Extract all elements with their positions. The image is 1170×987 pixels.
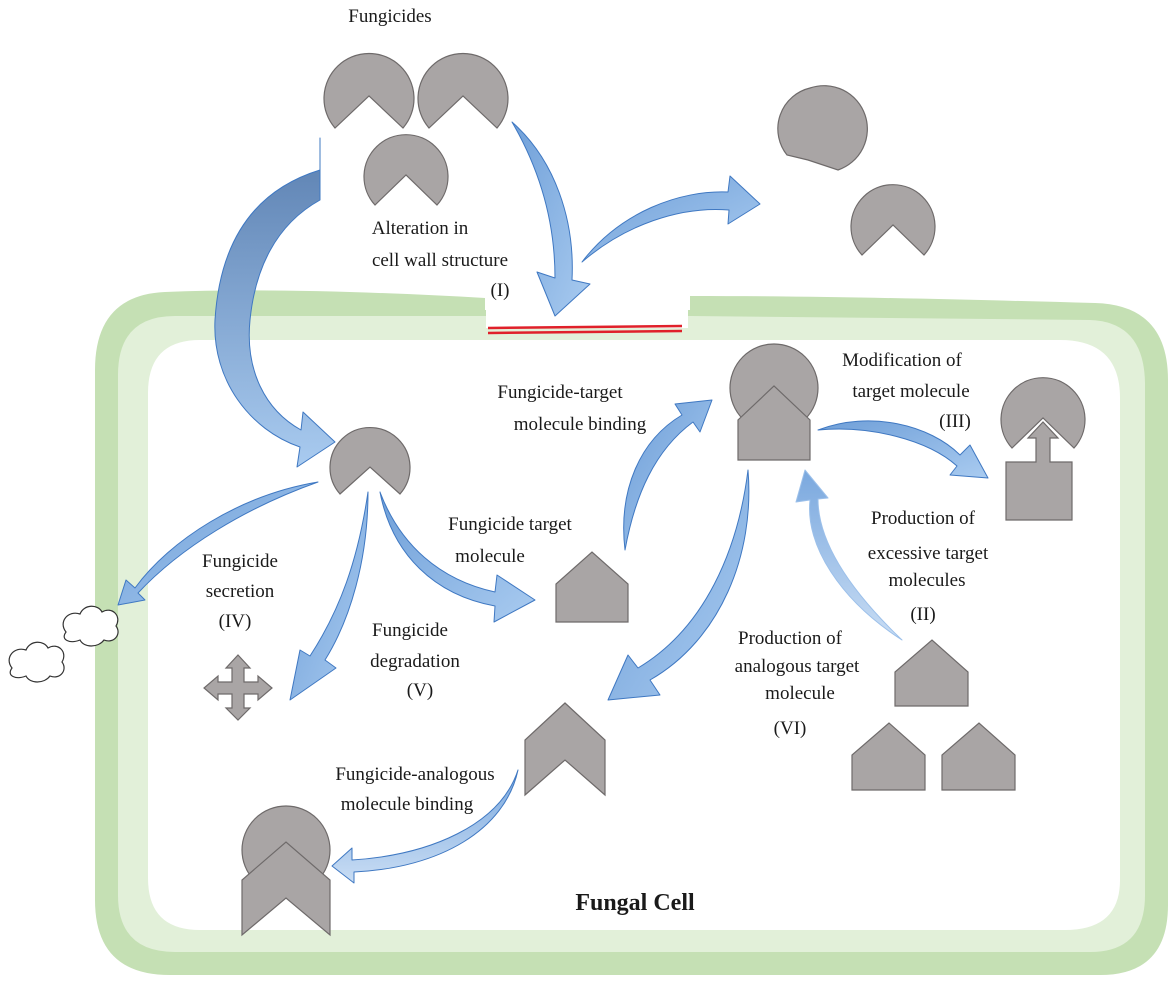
label-fungal-cell: Fungal Cell bbox=[575, 890, 695, 916]
label-target-line1: Fungicide target bbox=[448, 514, 572, 535]
fungicide-icon bbox=[1000, 377, 1086, 449]
modified-target bbox=[1005, 421, 1073, 521]
label-analog-binding-line1: Fungicide-analogous bbox=[335, 764, 495, 785]
label-excess-num: (II) bbox=[910, 604, 936, 625]
label-alteration-num: (I) bbox=[490, 280, 510, 301]
fungicide-icon bbox=[417, 53, 509, 129]
cloud-icon bbox=[62, 605, 119, 647]
label-secretion-line2: secretion bbox=[205, 581, 275, 602]
wall-breach-line-2 bbox=[487, 329, 683, 335]
label-analogous-line3: molecule bbox=[765, 683, 835, 704]
wall-breach-gap bbox=[486, 300, 688, 328]
arrow-secretion bbox=[117, 481, 319, 606]
modified-target-icon bbox=[1005, 421, 1073, 521]
target-molecule-icon bbox=[894, 639, 969, 707]
fungicide-icon bbox=[850, 184, 936, 256]
arrow-out-right bbox=[581, 175, 761, 263]
label-excess-line2: excessive target bbox=[867, 543, 989, 564]
label-excess-line3: molecules bbox=[888, 570, 966, 591]
bound-complex bbox=[729, 343, 819, 461]
analogous-molecule-icon bbox=[241, 841, 331, 937]
label-modification-line1: Modification of bbox=[842, 350, 962, 371]
label-degradation-line2: degradation bbox=[370, 651, 460, 672]
target-molecule-icon bbox=[851, 722, 926, 791]
arrow-to-target bbox=[379, 491, 536, 623]
target-molecule-icon bbox=[941, 722, 1016, 791]
cloud-icon bbox=[8, 641, 65, 683]
label-excess-line1: Production of bbox=[871, 508, 975, 529]
arrow-analogous bbox=[607, 469, 750, 701]
target-molecule-icon bbox=[737, 385, 811, 461]
degraded-fungicide bbox=[203, 654, 273, 721]
target-molecule-icon bbox=[555, 551, 629, 623]
label-alteration-line1: Alteration in bbox=[371, 218, 469, 239]
label-analogous-line1: Production of bbox=[738, 628, 842, 649]
target-molecules bbox=[555, 551, 1016, 791]
wall-breach-line bbox=[487, 324, 683, 330]
analogous-molecules bbox=[241, 702, 606, 937]
arrows bbox=[117, 121, 989, 884]
fungicide-molecules bbox=[323, 53, 1086, 495]
arrow-modification bbox=[817, 420, 989, 479]
degraded-fungicide-icon bbox=[203, 654, 273, 721]
label-secretion-num: (IV) bbox=[218, 611, 252, 632]
arrow-degradation bbox=[289, 491, 369, 701]
fungicide-icon bbox=[323, 53, 415, 129]
label-analogous-line2: analogous target bbox=[734, 656, 860, 677]
label-analogous-num: (VI) bbox=[773, 718, 807, 739]
label-analog-binding-line2: molecule binding bbox=[340, 794, 474, 815]
label-binding-line2: molecule binding bbox=[513, 414, 647, 435]
arrow-entry bbox=[214, 137, 336, 468]
fungicide-icon bbox=[777, 85, 868, 171]
label-degradation-line1: Fungicide bbox=[372, 620, 448, 641]
label-alteration-line2: cell wall structure bbox=[371, 250, 509, 271]
fungicide-icon bbox=[329, 427, 411, 495]
label-modification-num: (III) bbox=[939, 411, 971, 432]
arrow-to-breach bbox=[511, 121, 591, 317]
label-degradation-num: (V) bbox=[406, 680, 434, 701]
arrow-excessive bbox=[795, 469, 903, 641]
arrow-binding bbox=[623, 399, 713, 551]
secreted-fungicide bbox=[8, 605, 119, 683]
analogous-molecule-icon bbox=[524, 702, 606, 797]
label-binding-line1: Fungicide-target bbox=[497, 382, 623, 403]
label-fungicides: Fungicides bbox=[348, 6, 432, 27]
label-secretion-line1: Fungicide bbox=[202, 551, 278, 572]
label-modification-line2: target molecule bbox=[852, 381, 970, 402]
arrow-analog-binding bbox=[331, 769, 519, 884]
fungicide-icon bbox=[363, 134, 449, 206]
label-target-line2: molecule bbox=[455, 546, 525, 567]
